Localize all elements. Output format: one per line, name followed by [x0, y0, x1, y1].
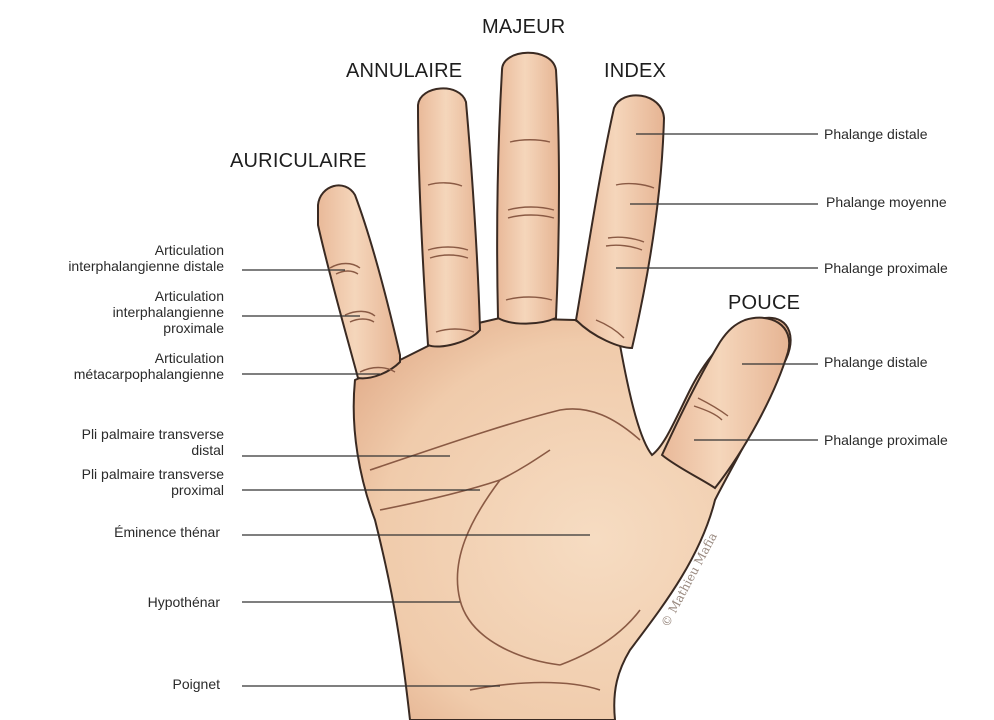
finger-title-ring: ANNULAIRE	[346, 60, 462, 83]
label-index-middle-phalanx: Phalange moyenne	[826, 194, 947, 210]
label-hypothenar: Hypothénar	[148, 594, 220, 610]
ring-finger	[418, 88, 480, 346]
label-index-distal-phalanx: Phalange distale	[824, 126, 928, 142]
label-thenar-eminence: Éminence thénar	[114, 524, 220, 540]
label-thumb-distal-phalanx: Phalange distale	[824, 354, 928, 370]
label-thumb-proximal-phalanx: Phalange proximale	[824, 432, 948, 448]
finger-title-little: AURICULAIRE	[230, 150, 367, 173]
index-finger	[576, 95, 664, 348]
label-index-proximal-phalanx: Phalange proximale	[824, 260, 948, 276]
little-finger	[318, 185, 400, 378]
middle-finger	[497, 53, 559, 324]
label-wrist: Poignet	[173, 676, 220, 692]
finger-title-thumb: POUCE	[728, 292, 800, 315]
thumb	[662, 318, 789, 488]
finger-title-middle: MAJEUR	[482, 16, 565, 39]
finger-title-index: INDEX	[604, 60, 666, 83]
